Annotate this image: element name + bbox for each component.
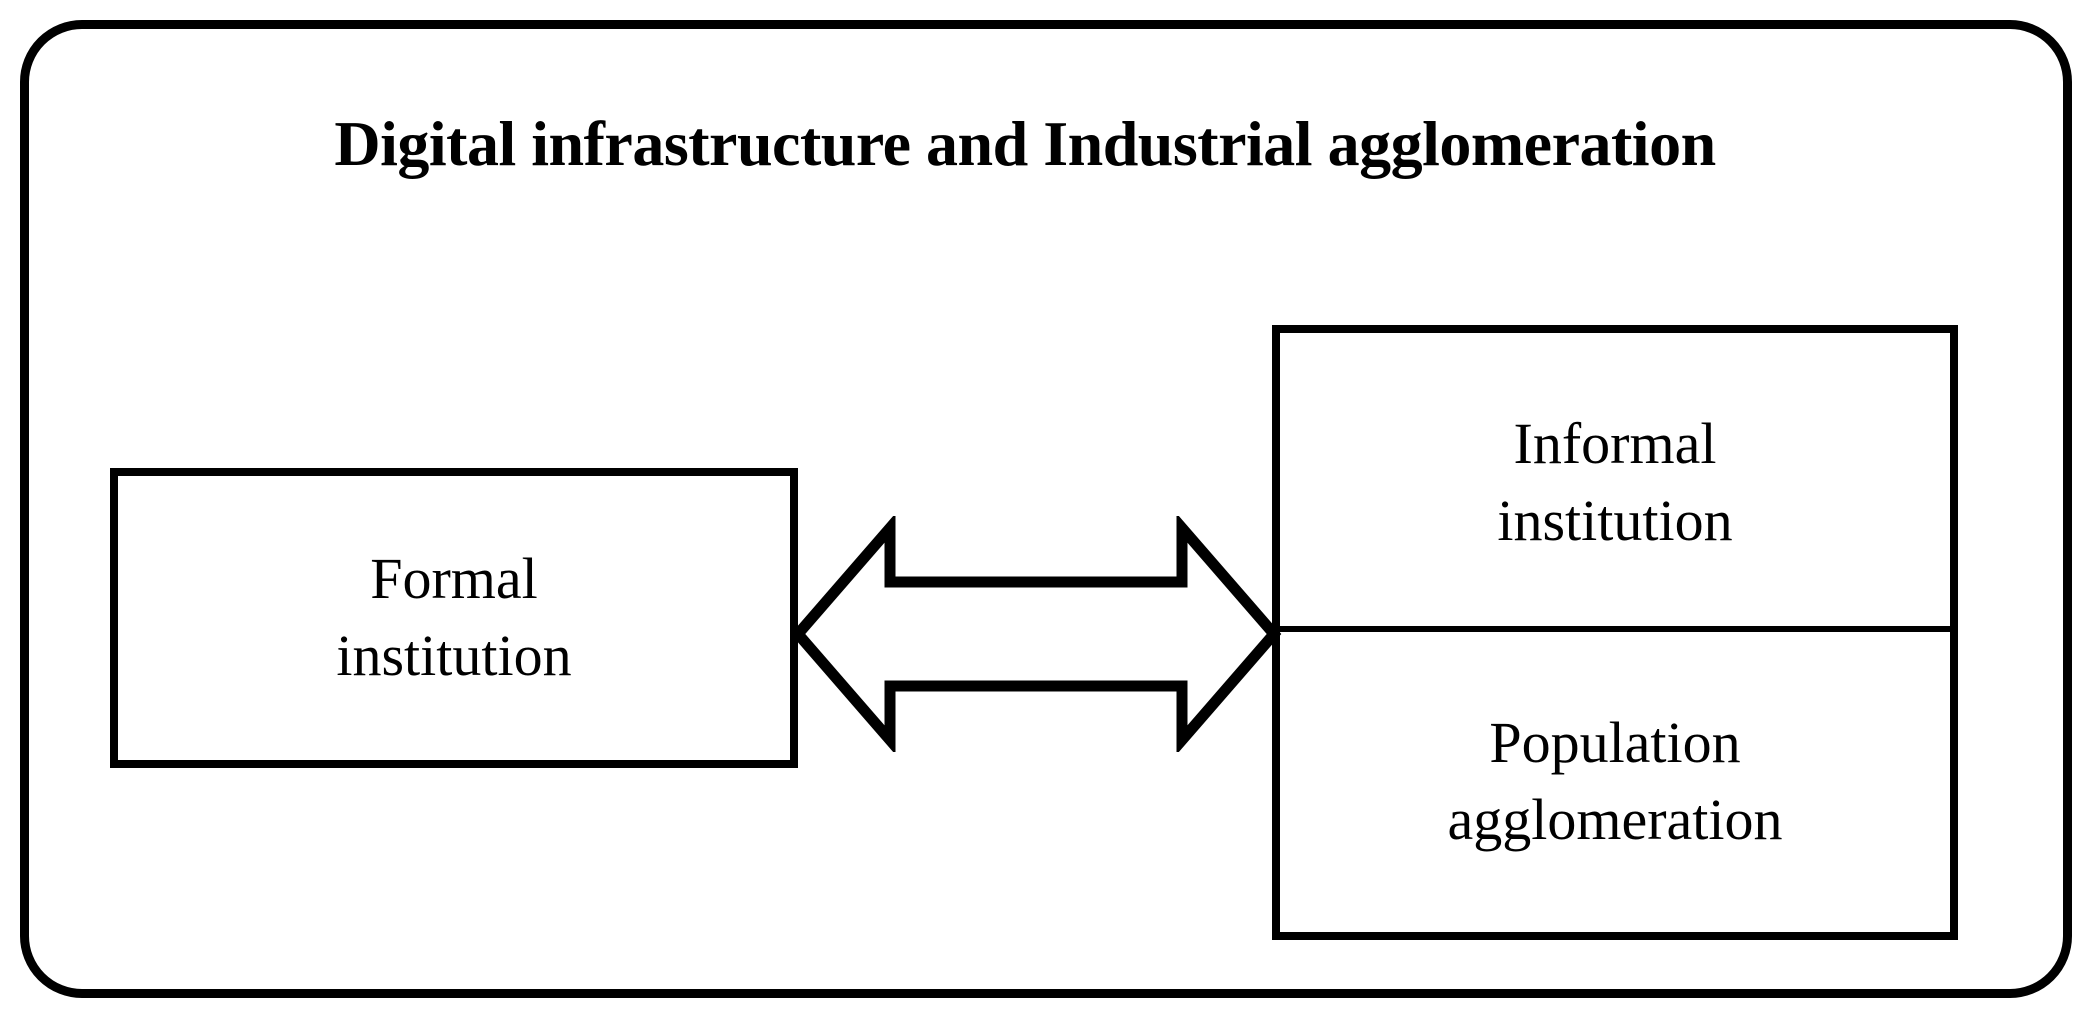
node-population-agglomeration: Population agglomeration (1272, 632, 1958, 940)
node-informal-institution-line1: Informal (1513, 410, 1717, 476)
node-formal-institution-line1: Formal (370, 546, 538, 612)
node-formal-institution: Formal institution (110, 468, 798, 768)
node-population-agglomeration-label: Population agglomeration (1437, 705, 1792, 858)
outer-rounded-frame (20, 20, 2072, 998)
node-formal-institution-line2: institution (336, 623, 572, 688)
double-headed-arrow-icon (790, 516, 1282, 752)
node-informal-institution: Informal institution (1272, 325, 1958, 632)
node-formal-institution-label: Formal institution (326, 541, 581, 694)
node-population-agglomeration-line2: agglomeration (1447, 787, 1783, 852)
node-informal-institution-line2: institution (1497, 487, 1733, 553)
node-informal-institution-label: Informal institution (1487, 406, 1742, 559)
page-title: Digital infrastructure and Industrial ag… (334, 108, 1716, 179)
node-population-agglomeration-line1: Population (1489, 710, 1741, 776)
